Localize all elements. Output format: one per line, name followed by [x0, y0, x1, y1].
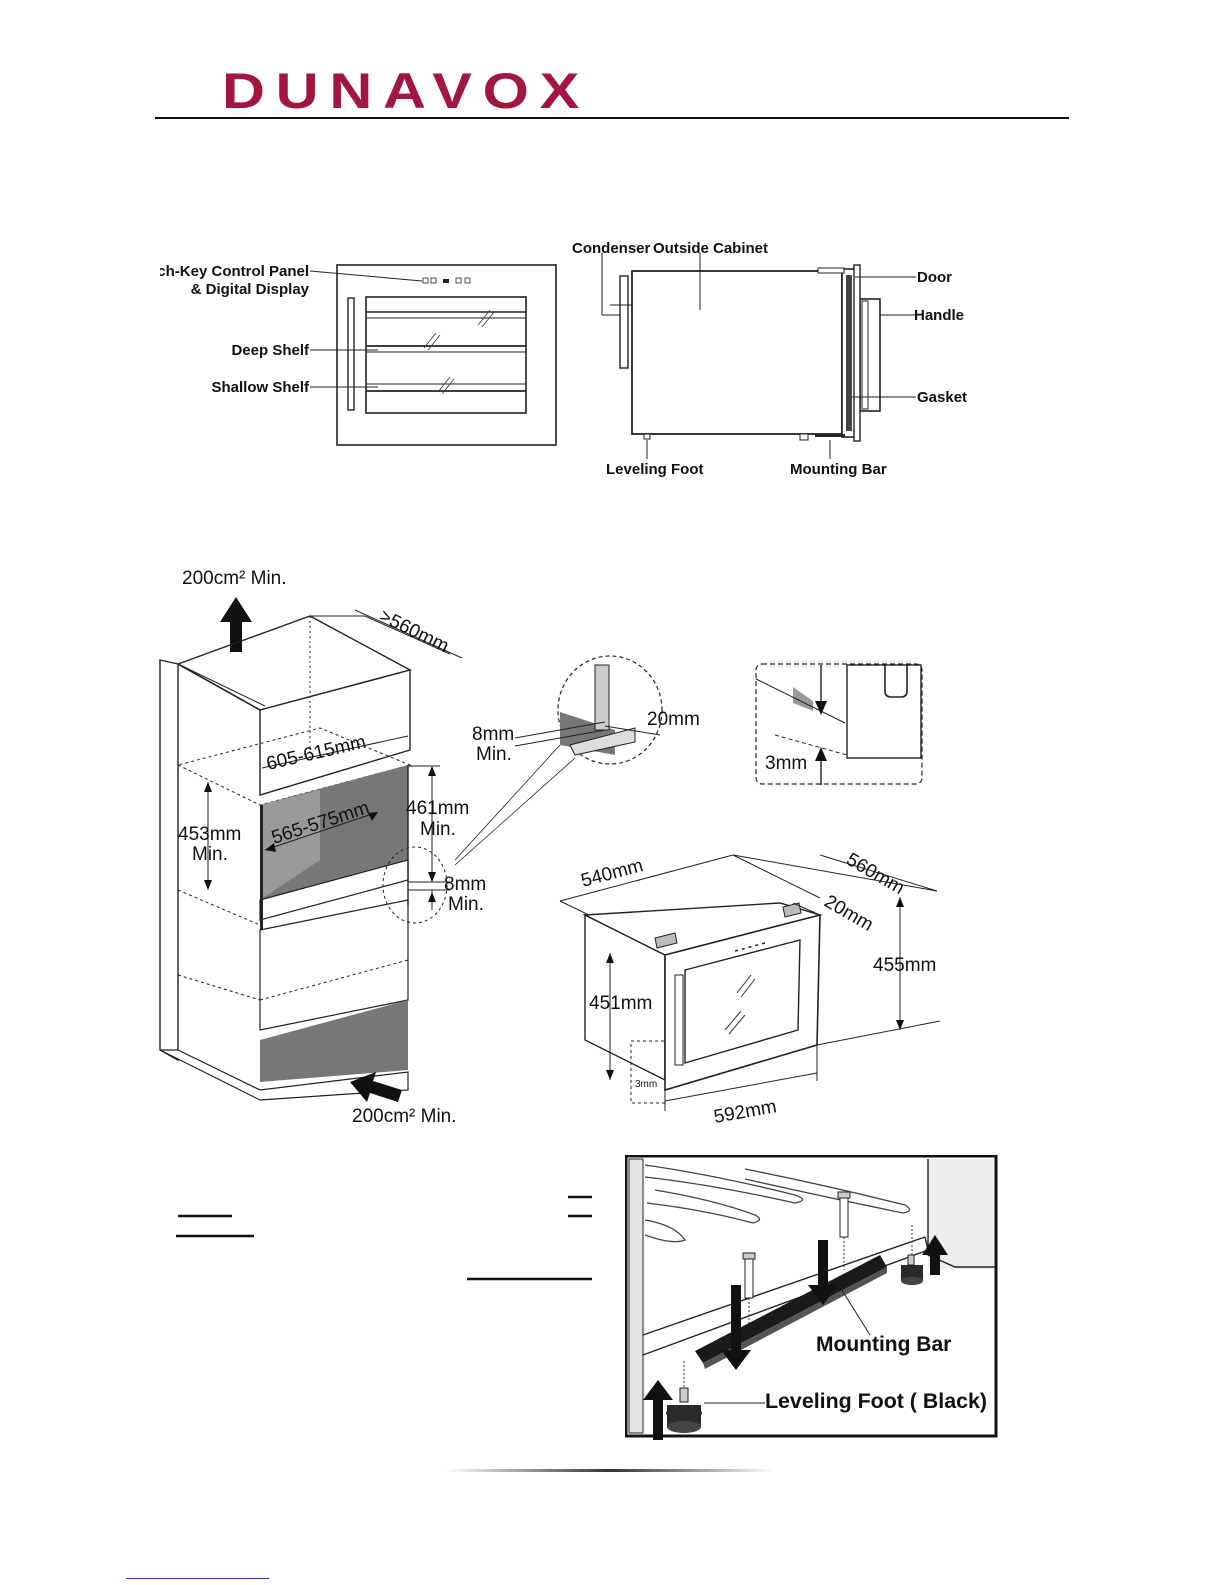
depth-label: >560mm [376, 606, 452, 658]
unit-dimensions-diagram: 540mm 560mm 20mm 455mm 451mm 592mm 3mm [559, 849, 941, 1128]
vent-bottom-arrow [350, 1072, 402, 1102]
label-mounting-bar: Mounting Bar [790, 461, 887, 478]
label-deep-shelf: Deep Shelf [231, 342, 310, 359]
label-shallow-shelf: Shallow Shelf [211, 379, 310, 396]
page-bottom-divider [445, 1469, 775, 1472]
condenser-shape [619, 275, 629, 369]
vent-bottom-label: 200cm² Min. [352, 1106, 457, 1127]
door-gap-inset: 3mm [755, 663, 923, 785]
brand-name: DUNAVOX [222, 63, 590, 118]
leveling-foot-part-rear [901, 1225, 923, 1285]
mounting-bar-shape [799, 433, 809, 441]
height-right-min: Min. [420, 819, 456, 840]
mounting-bar-part [695, 1255, 887, 1363]
control-panel-buttons [422, 277, 471, 284]
label-handle: Handle [914, 307, 964, 324]
vent-top-label: 200cm² Min. [182, 568, 287, 589]
leveling-foot-label: Leveling Foot ( Black) [765, 1390, 987, 1413]
label-control-panel: Touch-Key Control Panel [160, 263, 309, 280]
gap-label: 8mm [444, 874, 486, 895]
cabinet-side-panel [159, 659, 179, 1062]
front-view-diagram: Touch-Key Control Panel & Digital Displa… [160, 263, 557, 446]
unit-width-bottom-label: 592mm [712, 1096, 778, 1128]
inset-gap-label: 3mm [765, 753, 807, 774]
vent-bottom-opening [260, 1000, 408, 1082]
label-leveling-foot: Leveling Foot [606, 461, 704, 478]
label-condenser: Condenser [572, 240, 651, 257]
gap-min: Min. [448, 894, 484, 915]
detail-depth-label: 20mm [647, 709, 700, 730]
label-gasket: Gasket [917, 389, 967, 406]
unit-door-depth-label: 20mm [821, 891, 877, 936]
outside-cabinet-shape [631, 270, 843, 435]
unit-gap-small-label: 3mm [635, 1079, 657, 1090]
mounting-bar-label: Mounting Bar [816, 1333, 951, 1356]
height-left-label: 453mm [178, 824, 241, 845]
footer-link-underline [126, 1578, 269, 1579]
mounting-bar-diagram: Mounting Bar Leveling Foot ( Black) [625, 1155, 998, 1440]
front-glass-frame [365, 296, 527, 414]
detail-gap-min: Min. [476, 744, 512, 765]
label-digital-display: & Digital Display [191, 281, 310, 298]
leveling-foot-part [666, 1361, 702, 1433]
vent-top-arrow [220, 597, 252, 652]
front-handle [347, 297, 355, 411]
side-view-diagram: Condenser Outside Cabinet Door Handle Ga… [572, 240, 967, 478]
leveling-foot-shape [643, 433, 651, 440]
height-right-label: 461mm [406, 798, 469, 819]
gap-detail-diagram: 8mm Min. 20mm [455, 655, 700, 866]
label-door: Door [917, 269, 952, 286]
unit-height-total-label: 455mm [873, 955, 936, 976]
height-left-min: Min. [192, 844, 228, 865]
label-outside-cabinet: Outside Cabinet [653, 240, 768, 257]
detail-gap-label: 8mm [472, 724, 514, 745]
unit-height-body-label: 451mm [589, 993, 652, 1014]
unit-depth-label: 560mm [843, 849, 908, 899]
cabinet-installation-diagram: 200cm² Min. >560mm 605-615mm 565-575mm [159, 568, 486, 1127]
dunavox-logo: DUNAVOX [222, 63, 590, 118]
header-divider [155, 117, 1069, 119]
text-underlines [176, 1195, 592, 1281]
unit-width-top-label: 540mm [579, 855, 646, 892]
